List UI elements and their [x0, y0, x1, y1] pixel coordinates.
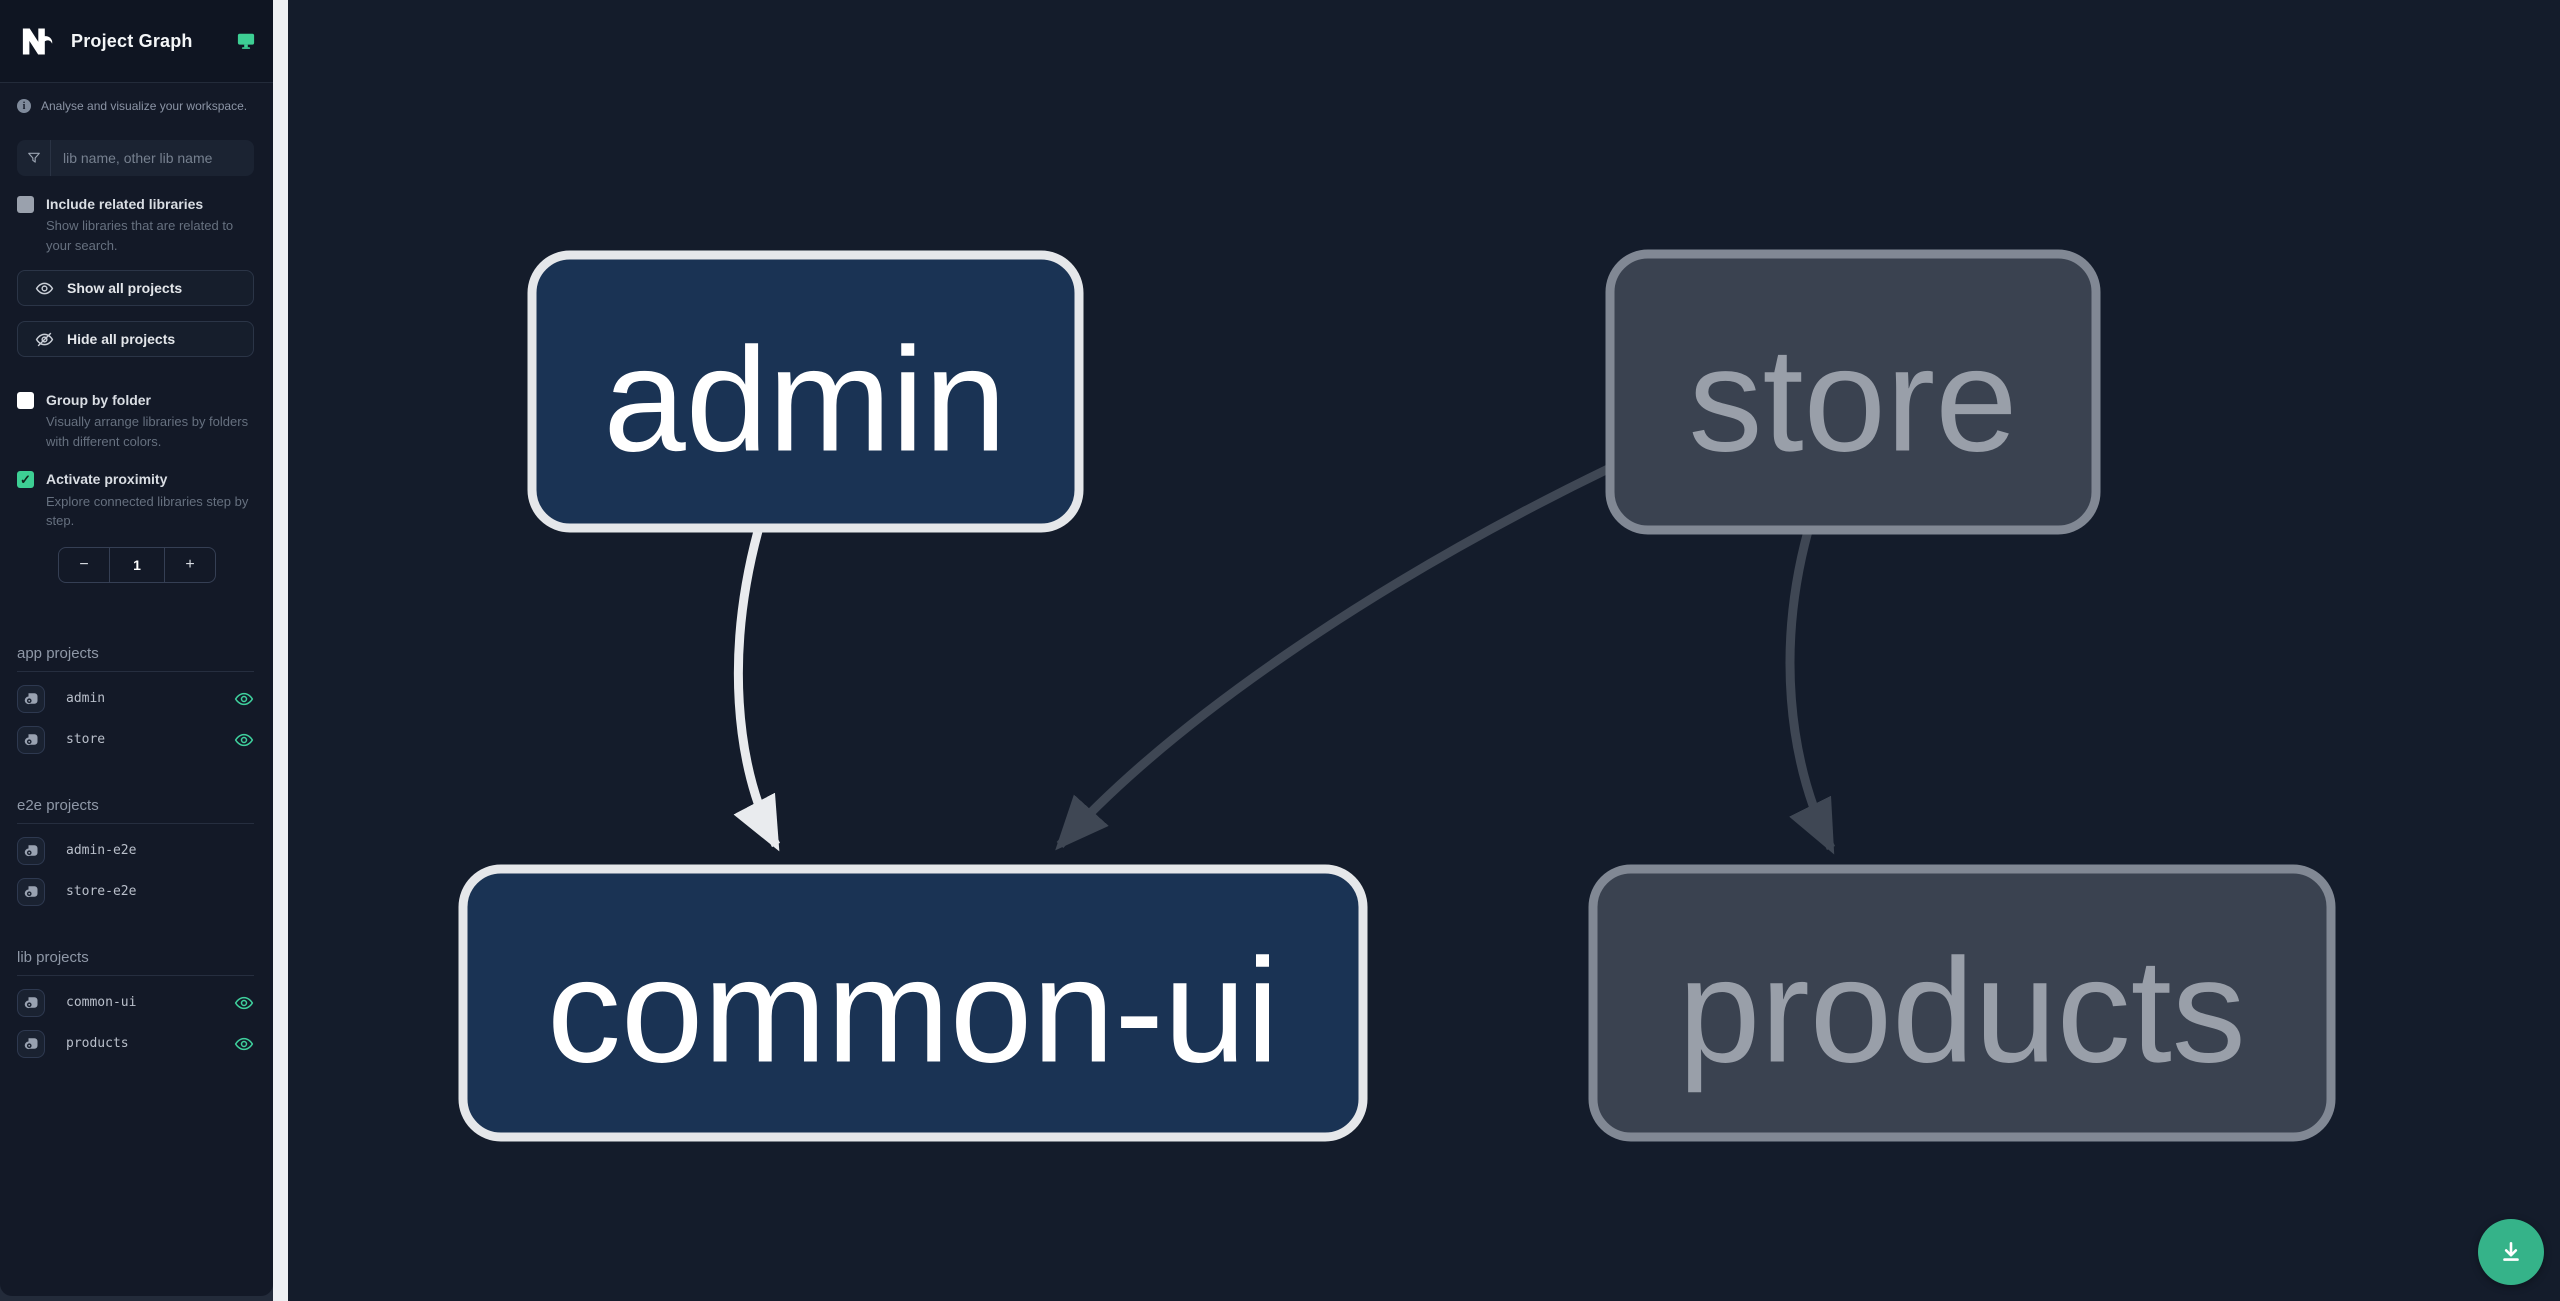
tagline-row: i Analyse and visualize your workspace.: [17, 99, 254, 113]
section-title-lib: lib projects: [17, 949, 254, 976]
graph-node-store[interactable]: store: [1605, 249, 2101, 535]
project-row-store: store: [17, 725, 254, 754]
show-all-projects-label: Show all projects: [67, 280, 183, 297]
project-name: admin: [66, 691, 106, 707]
sidebar: Project Graph i Analyse and visualize yo…: [0, 0, 273, 1301]
focus-button[interactable]: [17, 988, 45, 1017]
include-related-block: Include related libraries Show libraries…: [17, 195, 254, 255]
include-related-description: Show libraries that are related to your …: [46, 218, 234, 253]
sidebar-canvas-divider: [273, 0, 288, 1301]
hide-all-projects-button[interactable]: Hide all projects: [17, 321, 254, 358]
project-name: store-e2e: [66, 884, 137, 900]
graph-node-products[interactable]: products: [1588, 864, 2336, 1142]
graph-canvas[interactable]: admin store common-ui products: [288, 0, 2560, 1301]
section-title-e2e: e2e projects: [17, 797, 254, 824]
filter-box: [17, 140, 254, 176]
visibility-eye-icon[interactable]: [234, 730, 254, 750]
info-icon: i: [17, 99, 31, 113]
project-name: admin-e2e: [66, 843, 137, 859]
eye-off-icon: [35, 332, 54, 347]
group-by-folder-checkbox[interactable]: [17, 392, 34, 410]
focus-button[interactable]: [17, 1029, 45, 1058]
graph-node-common-ui[interactable]: common-ui: [458, 864, 1368, 1142]
project-row-admin: admin: [17, 684, 254, 713]
proximity-increment-button[interactable]: +: [185, 555, 195, 573]
activate-proximity-checkbox[interactable]: ✓: [17, 471, 34, 489]
visibility-eye-icon[interactable]: [234, 689, 254, 709]
focus-button[interactable]: [17, 836, 45, 865]
section-e2e-projects: e2e projects admin-e2e: [17, 797, 254, 906]
section-app-projects: app projects admin: [17, 645, 254, 754]
activate-proximity-label: Activate proximity: [46, 471, 168, 488]
include-related-label: Include related libraries: [46, 196, 204, 212]
focus-button[interactable]: [17, 684, 45, 713]
visibility-eye-icon[interactable]: [234, 1034, 254, 1054]
download-icon: [2503, 1242, 2519, 1261]
svg-text:common-ui: common-ui: [547, 929, 1279, 1094]
focus-button[interactable]: [17, 725, 45, 754]
page-title: Project Graph: [71, 30, 193, 51]
section-lib-projects: lib projects common-ui: [17, 949, 254, 1058]
show-all-projects-button[interactable]: Show all projects: [17, 270, 254, 307]
focus-button[interactable]: [17, 877, 45, 906]
svg-text:admin: admin: [603, 318, 1006, 483]
visibility-eye-icon[interactable]: [234, 993, 254, 1013]
filter-input[interactable]: [51, 140, 254, 176]
project-name: store: [66, 732, 106, 748]
sidebar-header: Project Graph: [0, 0, 273, 83]
activate-proximity-block: ✓ Activate proximity Explore connected l…: [17, 470, 254, 530]
project-row-admin-e2e: admin-e2e: [17, 836, 254, 865]
project-name: products: [66, 1036, 129, 1052]
svg-text:products: products: [1678, 929, 2246, 1094]
project-row-products: products: [17, 1029, 254, 1058]
edge-admin-to-common-ui: [733, 529, 780, 852]
edge-store-to-common-ui: [1055, 463, 1612, 851]
eye-icon: [35, 282, 54, 295]
download-graph-button[interactable]: [2478, 1219, 2544, 1285]
graph-node-admin[interactable]: admin: [527, 250, 1084, 533]
nx-logo: [22, 28, 53, 54]
section-title-app: app projects: [17, 645, 254, 672]
group-by-folder-label: Group by folder: [46, 392, 151, 409]
project-row-common-ui: common-ui: [17, 988, 254, 1017]
proximity-stepper: − 1 +: [58, 546, 216, 583]
activate-proximity-description: Explore connected libraries step by step…: [46, 493, 249, 529]
proximity-decrement-button[interactable]: −: [79, 555, 89, 573]
project-name: common-ui: [66, 995, 137, 1011]
tagline-text: Analyse and visualize your workspace.: [41, 99, 248, 113]
svg-text:store: store: [1688, 318, 2017, 483]
hide-all-projects-label: Hide all projects: [67, 331, 176, 348]
group-by-folder-description: Visually arrange libraries by folders wi…: [46, 414, 249, 449]
include-related-checkbox[interactable]: [17, 196, 34, 213]
edge-store-to-products: [1785, 529, 1836, 855]
group-by-folder-block: Group by folder Visually arrange librari…: [17, 391, 254, 451]
filter-icon: [17, 140, 51, 176]
proximity-value: 1: [109, 547, 165, 582]
monitor-icon[interactable]: [237, 32, 255, 50]
project-row-store-e2e: store-e2e: [17, 877, 254, 906]
dependency-graph: admin store common-ui products: [458, 249, 2336, 1142]
